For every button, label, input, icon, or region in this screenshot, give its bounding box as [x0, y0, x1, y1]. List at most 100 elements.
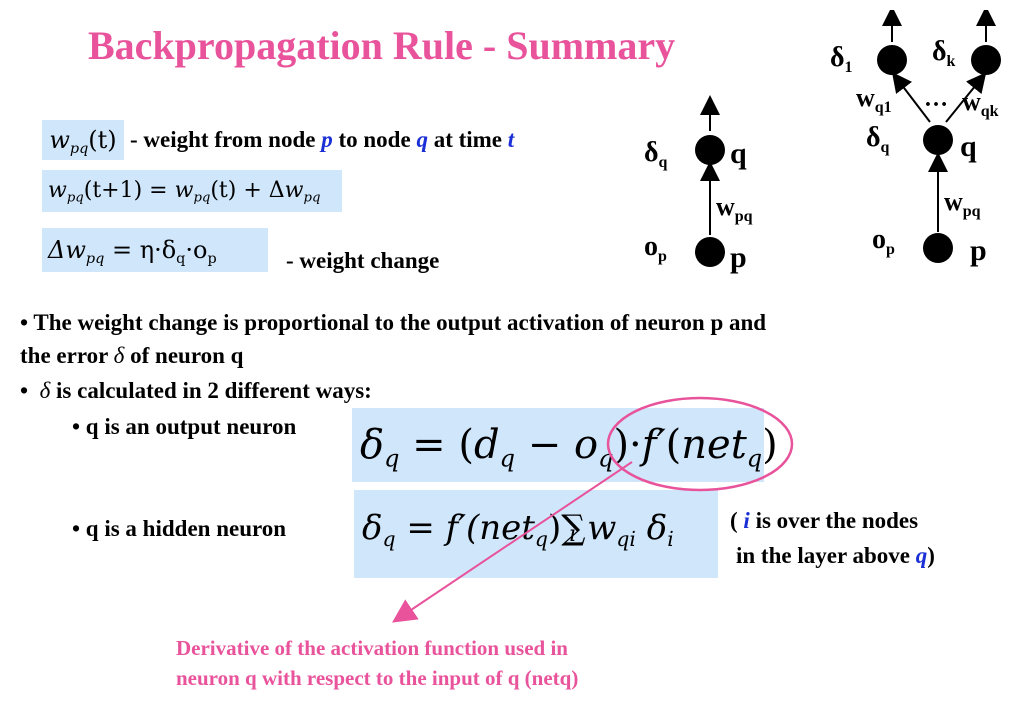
bullet-ways-text: is calculated in 2 different ways: [56, 378, 372, 403]
diagram2-wqk: wqk [962, 87, 999, 120]
diagram1-delta-q: δq [644, 137, 668, 171]
diagram2-p-label: p [970, 234, 987, 267]
node-delta1 [877, 45, 907, 75]
weight-update-equation: wpq(t+1) = wpq(t) + Δwpq [42, 170, 342, 212]
update-rhs2-base: w [284, 178, 304, 203]
node-q-hidden [923, 125, 953, 155]
eq-hid-sub-q: q [382, 527, 396, 552]
eq-out-net-sub: q [746, 444, 763, 473]
bullet-weight-change-cont: the error δ of neuron q [20, 343, 243, 369]
eq-out-d-sub: q [499, 444, 516, 473]
update-lhs-base: w [48, 178, 67, 203]
weight-desc-t: t [507, 127, 515, 152]
note-line2: in the layer above q) [736, 543, 935, 569]
node-q [695, 135, 725, 165]
eq-out-o: o [573, 422, 599, 468]
note-close: ) [927, 543, 935, 568]
weight-desc-mid1: to node [338, 127, 411, 152]
delta-w-lhs: Δw [48, 236, 86, 264]
update-rhs1-base: w [174, 178, 194, 203]
diagram1-q-label: q [730, 137, 747, 170]
diagram2-w-label: wpq [944, 187, 981, 220]
bullet-dot: • [20, 378, 29, 403]
diagram1-w-label: wpq [716, 192, 753, 225]
eq-out-sub-q: q [384, 444, 400, 473]
diagram2-o-p: op [872, 224, 895, 258]
eq-out-lp: ( [458, 422, 475, 468]
note-line1: ( i is over the nodes [730, 508, 918, 534]
diagram1-p-label: p [730, 241, 747, 274]
sub-bullet-output: • q is an output neuron [72, 414, 297, 439]
diagram2-delta-q: δq [866, 122, 890, 156]
note-open: ( [730, 508, 738, 533]
bullet-cont-pre: the error [20, 343, 108, 368]
diagram-single-path: δq q wpq op p [644, 95, 753, 274]
bullet-cont-post: of neuron q [130, 343, 244, 368]
update-rhs1-arg: (t) + Δ [210, 178, 285, 203]
eq-hid-sum: ∑ [561, 508, 586, 548]
node-deltak [971, 45, 1001, 75]
output-delta-equation: δq = (dq − oq)·f′(netq) [352, 408, 778, 482]
eq-hid-sum-wrap: ∑i [561, 490, 587, 566]
update-lhs-sub: pq [66, 190, 84, 206]
delta-w-rhs-sub2: p [207, 251, 217, 268]
diagram1-o-p: op [644, 231, 667, 265]
delta-symbol-2: δ [39, 378, 51, 403]
node-p-hidden [923, 233, 953, 263]
diagram-multi-path: δ1 δk wq1 … wqk δq q wpq op p [830, 10, 1001, 267]
eq-out-rp: ) [613, 422, 630, 468]
eq-out-d: d [474, 422, 500, 468]
eq-out-delta: δ [360, 422, 385, 468]
bullet-delta-ways: • δ is calculated in 2 different ways: [20, 378, 372, 404]
eq-out-net: net [681, 422, 747, 468]
eq-hid-delta2: δ [646, 508, 668, 548]
eq-hid-net-sub: q [534, 527, 548, 552]
weight-desc-p: p [321, 127, 333, 152]
delta-symbol: δ [113, 343, 125, 368]
update-lhs-arg: (t+1) = [83, 178, 175, 203]
eq-out-lp2: ( [665, 422, 682, 468]
delta-w-rhs: = η·δ [111, 236, 177, 264]
delta-w-lhs-sub: pq [85, 251, 105, 268]
eq-out-f: f′ [641, 422, 666, 468]
diagram2-dots: … [924, 86, 948, 112]
eq-hid-sum-sub: i [569, 522, 577, 547]
sub-bullet-hidden: • q is a hidden neuron [72, 516, 287, 541]
eq-out-minus: − [515, 422, 574, 468]
node-p [695, 237, 725, 267]
eq-out-rp2: ) [762, 422, 778, 468]
note-i: i [743, 508, 750, 533]
bullet-weight-change: • The weight change is proportional to t… [20, 310, 767, 335]
weight-desc-prefix: - weight from node [130, 127, 316, 152]
eq-hid-delta: δ [362, 508, 383, 548]
diagram2-wq1: wq1 [856, 83, 892, 116]
annotation-line1: Derivative of the activation function us… [176, 636, 568, 660]
eq-hid-delta2-sub: i [667, 527, 674, 552]
derivative-pointer-arrow [392, 461, 633, 623]
diagram2-deltak: δk [932, 36, 956, 70]
delta-w-equation: Δwpq = η·δq·op [42, 228, 268, 272]
weight-symbol-base: w [49, 126, 70, 154]
weight-desc-q: q [416, 127, 428, 152]
annotation-line2: neuron q with respect to the input of q … [176, 666, 579, 690]
derivative-highlight-ellipse [606, 396, 794, 492]
eq-hid-w-sub: qi [616, 527, 636, 552]
weight-desc-mid2: at time [433, 127, 503, 152]
update-rhs1-sub: pq [193, 190, 211, 206]
delta-w-mid: ·o [185, 236, 208, 264]
diagram2-q-label: q [960, 130, 977, 163]
weight-symbol-arg: (t) [88, 126, 117, 154]
weight-symbol-box: wpq(t) [42, 120, 124, 160]
delta-w-rhs-sub1: q [176, 251, 186, 268]
eq-out-eq: = [399, 422, 459, 468]
weight-change-label: - weight change [286, 248, 440, 273]
diagram2-delta1: δ1 [830, 42, 853, 76]
note-line2-text: in the layer above [736, 543, 910, 568]
eq-hid-w: w [587, 508, 617, 548]
eq-out-dot: · [629, 422, 642, 468]
page-title: Backpropagation Rule - Summary [88, 23, 676, 68]
note-line1-text: is over the nodes [755, 508, 919, 533]
update-rhs2-sub: pq [303, 190, 321, 206]
